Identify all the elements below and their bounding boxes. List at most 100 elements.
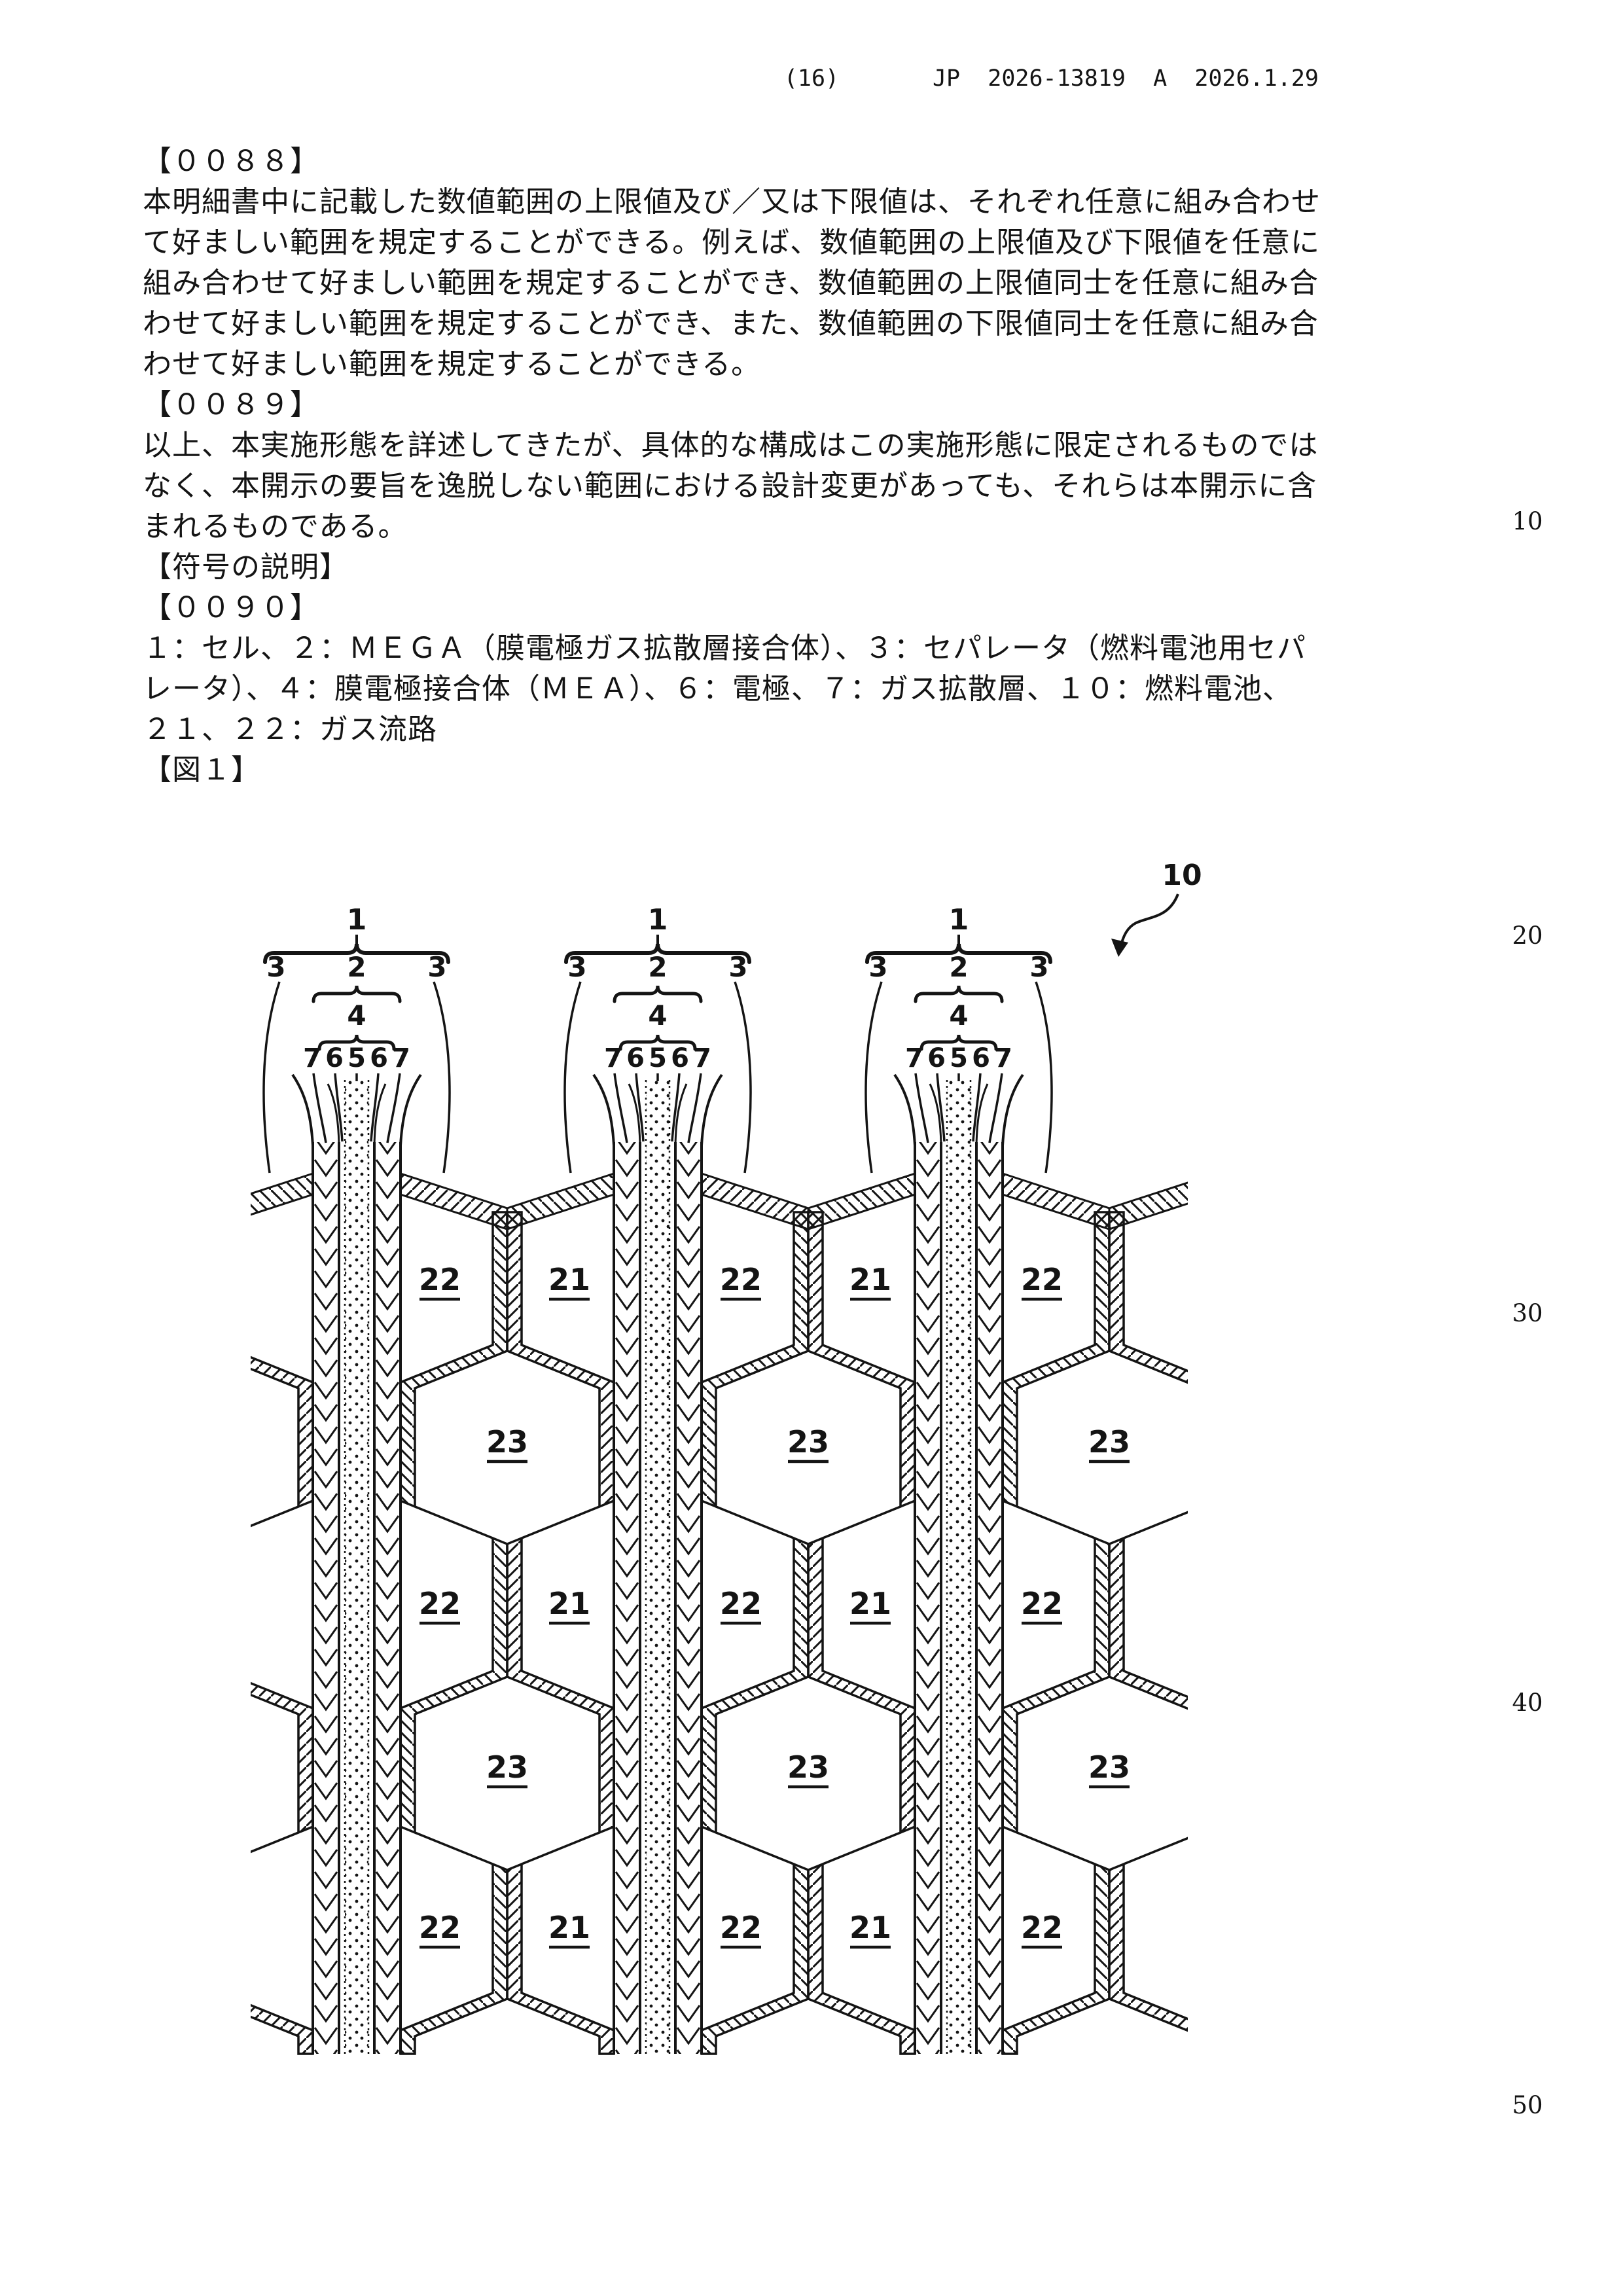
funnel-curve xyxy=(674,1083,688,1146)
publication-header: JP 2026-13819 A 2026.1.29 xyxy=(932,65,1319,92)
brace xyxy=(618,1034,697,1051)
label-separator-3: 3 xyxy=(728,951,747,983)
label-layer-6: 6 xyxy=(626,1043,645,1073)
gas-channel-label-21: 21 xyxy=(849,1910,891,1945)
label-mega-2: 2 xyxy=(949,951,968,983)
funnel-curve xyxy=(929,1083,942,1146)
gas-channel-label-21: 21 xyxy=(849,1586,891,1621)
gas-channel-label-22: 22 xyxy=(419,1910,461,1945)
label-separator-3: 3 xyxy=(567,951,586,983)
brace xyxy=(919,1034,998,1051)
gas-channel-label-22: 22 xyxy=(1021,1910,1063,1945)
funnel-curve xyxy=(628,1083,641,1146)
label-separator-3: 3 xyxy=(427,951,446,983)
funnel-curve xyxy=(373,1083,387,1146)
leader-line xyxy=(386,1073,401,1143)
leader-line-separator xyxy=(262,981,281,1174)
funnel-curve xyxy=(1001,1073,1024,1146)
label-layer-6: 6 xyxy=(972,1043,990,1073)
gas-channel-label-23: 23 xyxy=(1088,1749,1130,1785)
figure-caption: 【図１】 xyxy=(143,753,260,787)
brace xyxy=(564,943,751,964)
label-layer-7: 7 xyxy=(392,1043,410,1073)
separator-zigzag xyxy=(506,1211,615,2055)
label-layer-6: 6 xyxy=(325,1043,344,1073)
label-layer-5: 5 xyxy=(348,1043,366,1073)
body-line: １：セル、２：ＭＥＧＡ（膜電極ガス拡散層接合体）、３：セパレータ（燃料電池用セパ xyxy=(143,632,1306,665)
separator-top-band xyxy=(700,1172,810,1231)
leader-line xyxy=(635,1073,645,1142)
separator-top-band xyxy=(251,1172,314,1216)
leader-line-separator xyxy=(1035,981,1053,1174)
gas-channel-label-22: 22 xyxy=(419,1586,461,1621)
label-layer-5: 5 xyxy=(649,1043,667,1073)
body-line: なく、本開示の要旨を逸脱しない範囲における設計変更があっても、それらは本開示に含 xyxy=(143,469,1317,503)
label-mea-4: 4 xyxy=(648,999,667,1031)
gas-channel-label-23: 23 xyxy=(787,1424,829,1460)
label-layer-5: 5 xyxy=(950,1043,968,1073)
reference-signs-heading: 【符号の説明】 xyxy=(143,550,349,584)
body-text-block: 【００８８】 本明細書中に記載した数値範囲の上限値及び／又は下限値は、それぞれ任… xyxy=(143,141,1327,791)
gas-channel-label-22: 22 xyxy=(419,1262,461,1297)
separator-zigzag xyxy=(399,1211,508,2055)
label-layer-6: 6 xyxy=(671,1043,689,1073)
membrane-layer xyxy=(947,1080,971,2054)
brace xyxy=(613,985,703,1003)
body-line: 本明細書中に記載した数値範囲の上限値及び／又は下限値は、それぞれ任意に組み合わせ xyxy=(143,185,1321,219)
separator-zigzag xyxy=(99,1212,206,2054)
leader-line xyxy=(613,1073,628,1143)
brace xyxy=(914,985,1004,1003)
funnel-curve xyxy=(700,1073,723,1146)
separator-zigzag xyxy=(1001,1211,1111,2055)
gas-channel-label-21: 21 xyxy=(548,1910,590,1945)
gdl-layer xyxy=(976,1142,1003,2054)
reference-arrowhead xyxy=(1111,939,1128,957)
separator-top-band xyxy=(506,1172,615,1231)
funnel-curve xyxy=(893,1073,916,1146)
label-layer-7: 7 xyxy=(604,1043,622,1073)
separator-top-band xyxy=(807,1172,916,1231)
body-line: わせて好ましい範囲を規定することができ、また、数値範囲の下限値同士を任意に組み合 xyxy=(143,307,1319,340)
gdl-layer xyxy=(675,1142,702,2054)
body-line: ２１、２２：ガス流路 xyxy=(143,713,437,746)
label-mega-2: 2 xyxy=(648,951,667,983)
label-cell-1: 1 xyxy=(648,903,668,937)
gas-channel-label-22: 22 xyxy=(720,1586,762,1621)
leader-line-separator xyxy=(433,981,451,1174)
margin-line-number: 30 xyxy=(1512,1299,1543,1327)
gdl-layer xyxy=(374,1142,401,2054)
label-mega-2: 2 xyxy=(347,951,366,983)
gas-channel-label-23: 23 xyxy=(486,1424,528,1460)
gas-channel-label-21: 21 xyxy=(849,1262,891,1297)
separator-zigzag xyxy=(807,1211,916,2055)
gas-channel-label-23: 23 xyxy=(787,1749,829,1785)
margin-line-number: 40 xyxy=(1512,1689,1543,1717)
funnel-curve xyxy=(291,1073,314,1146)
separator-top-band xyxy=(399,1172,508,1231)
body-line: まれるものである。 xyxy=(143,510,408,543)
separator-top-band xyxy=(99,1174,206,1229)
label-layer-7: 7 xyxy=(905,1043,923,1073)
funnel-curve xyxy=(327,1083,340,1146)
margin-line-number: 50 xyxy=(1512,2091,1543,2119)
label-cell-1: 1 xyxy=(347,903,367,937)
leader-line-separator xyxy=(563,981,582,1174)
funnel-curve xyxy=(975,1083,989,1146)
margin-line-number: 10 xyxy=(1512,507,1543,535)
leader-line xyxy=(370,1073,380,1142)
gdl-layer xyxy=(313,1142,339,2054)
gas-channel-label-22: 22 xyxy=(720,1262,762,1297)
label-mea-4: 4 xyxy=(949,999,968,1031)
figure-ref-10: 10 xyxy=(1162,859,1202,892)
leader-line xyxy=(687,1073,702,1143)
label-layer-7: 7 xyxy=(303,1043,321,1073)
funnel-curve xyxy=(399,1073,422,1146)
leader-line xyxy=(914,1073,929,1143)
membrane-layer xyxy=(646,1080,669,2054)
gas-channel-label-22: 22 xyxy=(1021,1586,1063,1621)
paragraph-marker-0089: 【００８９】 xyxy=(143,388,319,422)
brace xyxy=(317,1034,396,1051)
margin-line-number: 20 xyxy=(1512,922,1543,950)
label-layer-7: 7 xyxy=(994,1043,1012,1073)
